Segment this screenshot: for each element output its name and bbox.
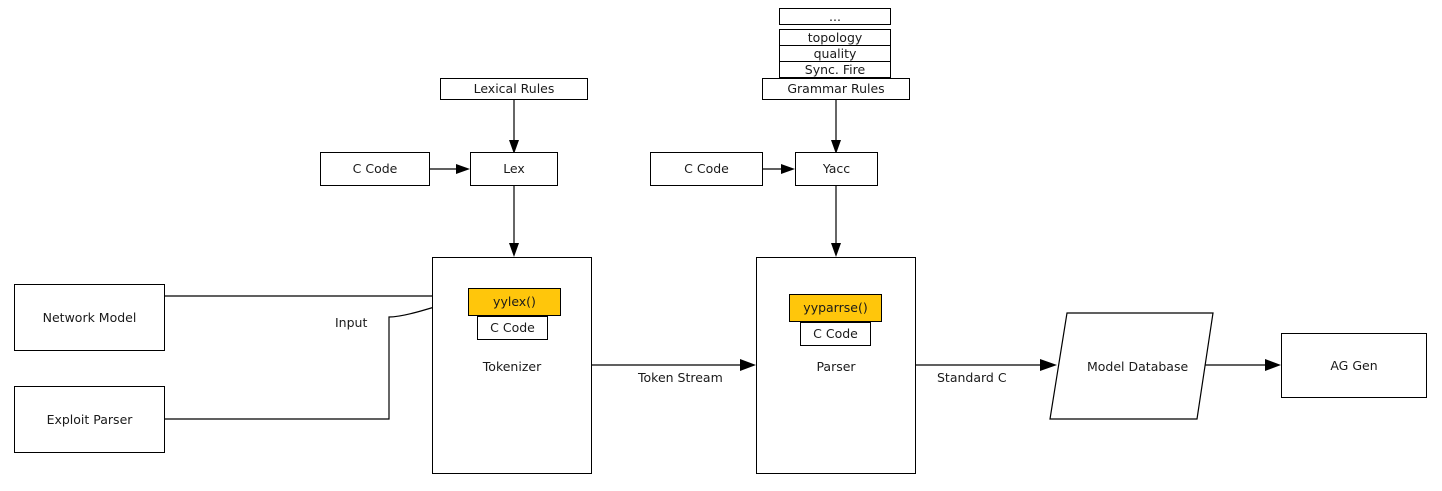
parser-c-code-label: C Code <box>813 326 858 342</box>
grammar-stack-layer-2-label: quality <box>813 46 857 61</box>
c-code-yacc-label: C Code <box>684 161 729 177</box>
yacc-box[interactable]: Yacc <box>795 152 878 186</box>
edge-label-input: Input <box>335 315 368 330</box>
ag-gen-label: AG Gen <box>1330 357 1378 373</box>
grammar-rules-box[interactable]: Grammar Rules <box>762 78 910 100</box>
yyparrse-box[interactable]: yyparrse() <box>789 294 882 322</box>
tokenizer-c-code-box[interactable]: C Code <box>477 316 548 340</box>
yylex-label: yylex() <box>493 294 536 310</box>
grammar-stack-layer-1-label: topology <box>807 30 863 45</box>
grammar-stack-layer-0: ... <box>779 8 891 25</box>
arrowhead-ccode-to-yacc <box>781 164 795 174</box>
arrowhead-ccode-to-lex <box>456 164 470 174</box>
model-database-label: Model Database <box>1087 359 1189 374</box>
arrowhead-parser-to-model-database <box>1040 359 1057 371</box>
grammar-stack-layer-0-label: ... <box>829 9 841 24</box>
grammar-stack-layer-2: quality <box>779 45 891 62</box>
tokenizer-c-code-label: C Code <box>490 320 535 336</box>
arrowhead-model-database-to-ag-gen <box>1265 359 1281 371</box>
edge-label-standard-c: Standard C <box>937 370 1007 385</box>
tokenizer-label: Tokenizer <box>482 359 542 374</box>
grammar-stack-layer-3-label: Sync. Fire <box>804 62 866 77</box>
c-code-lex-label: C Code <box>352 161 398 177</box>
network-model-label: Network Model <box>42 309 137 325</box>
lexical-rules-box[interactable]: Lexical Rules <box>440 78 588 100</box>
yacc-label: Yacc <box>822 161 851 177</box>
grammar-stack-layer-3: Sync. Fire <box>779 61 891 78</box>
yyparrse-label: yyparrse() <box>803 300 868 316</box>
arrowhead-tokenizer-to-parser <box>740 359 756 371</box>
lexical-rules-label: Lexical Rules <box>473 81 555 97</box>
network-model-box[interactable]: Network Model <box>14 284 165 351</box>
arrowhead-yacc-to-parser <box>831 243 841 257</box>
ag-gen-box[interactable]: AG Gen <box>1281 333 1427 398</box>
yylex-box[interactable]: yylex() <box>468 288 561 316</box>
edge-exploit-parser-to-yylex <box>165 300 456 420</box>
lex-label: Lex <box>503 161 525 177</box>
exploit-parser-box[interactable]: Exploit Parser <box>14 386 165 453</box>
parser-c-code-box[interactable]: C Code <box>800 322 871 346</box>
arrowhead-lex-to-tokenizer <box>509 243 519 257</box>
grammar-stack-layer-1: topology <box>779 29 891 46</box>
parser-label: Parser <box>816 359 856 374</box>
c-code-yacc-box[interactable]: C Code <box>650 152 763 186</box>
grammar-rules-label: Grammar Rules <box>787 81 885 97</box>
lex-box[interactable]: Lex <box>470 152 558 186</box>
edge-label-token-stream: Token Stream <box>638 370 723 385</box>
c-code-lex-box[interactable]: C Code <box>320 152 430 186</box>
exploit-parser-label: Exploit Parser <box>46 411 133 427</box>
parser-container[interactable]: Parser <box>756 257 916 474</box>
